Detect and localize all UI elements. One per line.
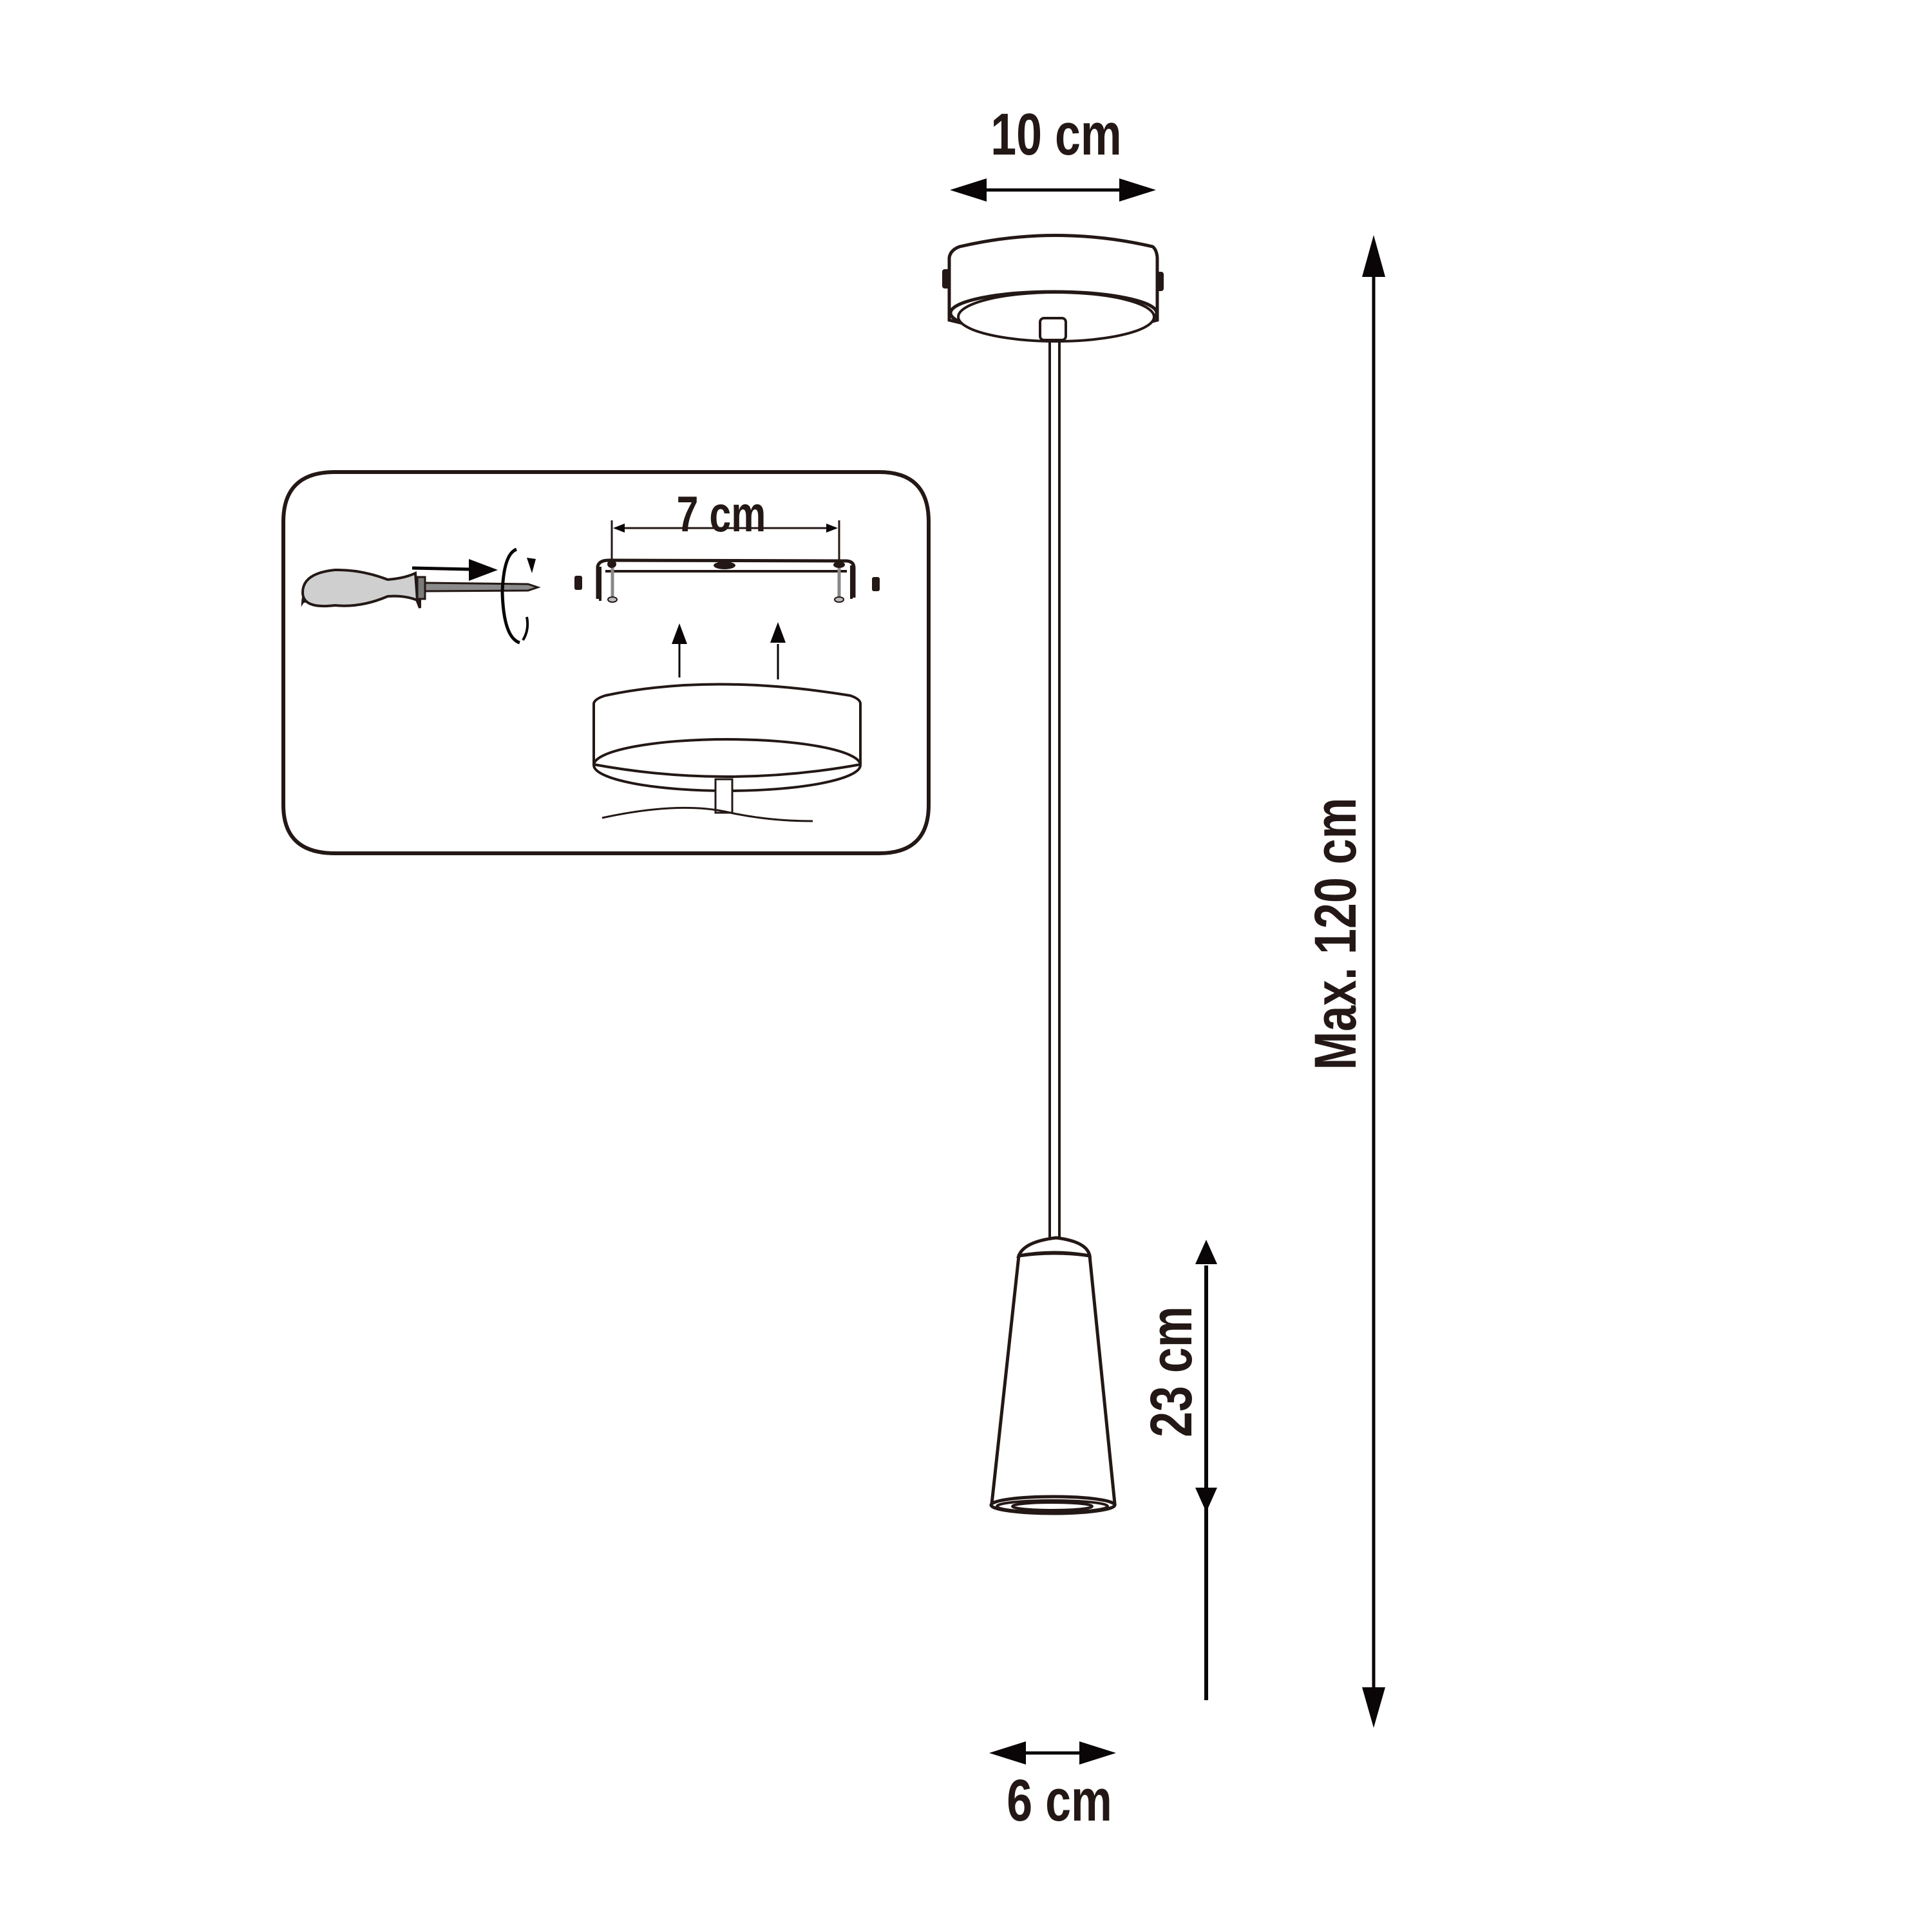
double-arrow-icon [1362, 235, 1385, 1728]
max-height-label: Max. 120 cm [1302, 798, 1368, 1070]
push-arrow-icon [412, 559, 498, 581]
up-arrow-icon [672, 623, 687, 677]
screwdriver-icon [301, 568, 541, 609]
side-screw-icon [574, 576, 880, 591]
shade-diameter-label: 6 cm [1007, 1767, 1112, 1833]
mounting-bracket-icon [596, 558, 856, 601]
cone-lampshade [989, 1236, 1117, 1515]
rotation-arrow-icon [500, 547, 536, 645]
shade-diameter-dimension: 6 cm [989, 1741, 1116, 1833]
suspension-rod [1048, 340, 1061, 1240]
canopy-width-label: 10 cm [990, 101, 1121, 167]
canopy-icon [592, 683, 862, 822]
screw-icon [607, 568, 618, 603]
shade-height-dimension: 23 cm [1138, 1240, 1217, 1700]
shade-height-label: 23 cm [1138, 1306, 1204, 1437]
bracket-spacing-label: 7 cm [677, 486, 766, 542]
max-height-dimension: Max. 120 cm [1302, 235, 1385, 1728]
mounting-inset: 7 cm [281, 470, 931, 855]
double-arrow-icon [989, 1741, 1116, 1765]
double-arrow-icon [950, 178, 1156, 202]
canopy-width-dimension: 10 cm [950, 101, 1156, 202]
up-arrow-icon [770, 622, 786, 679]
screw-icon [834, 568, 844, 603]
ceiling-canopy [942, 234, 1164, 343]
double-arrow-icon [1195, 1240, 1217, 1700]
